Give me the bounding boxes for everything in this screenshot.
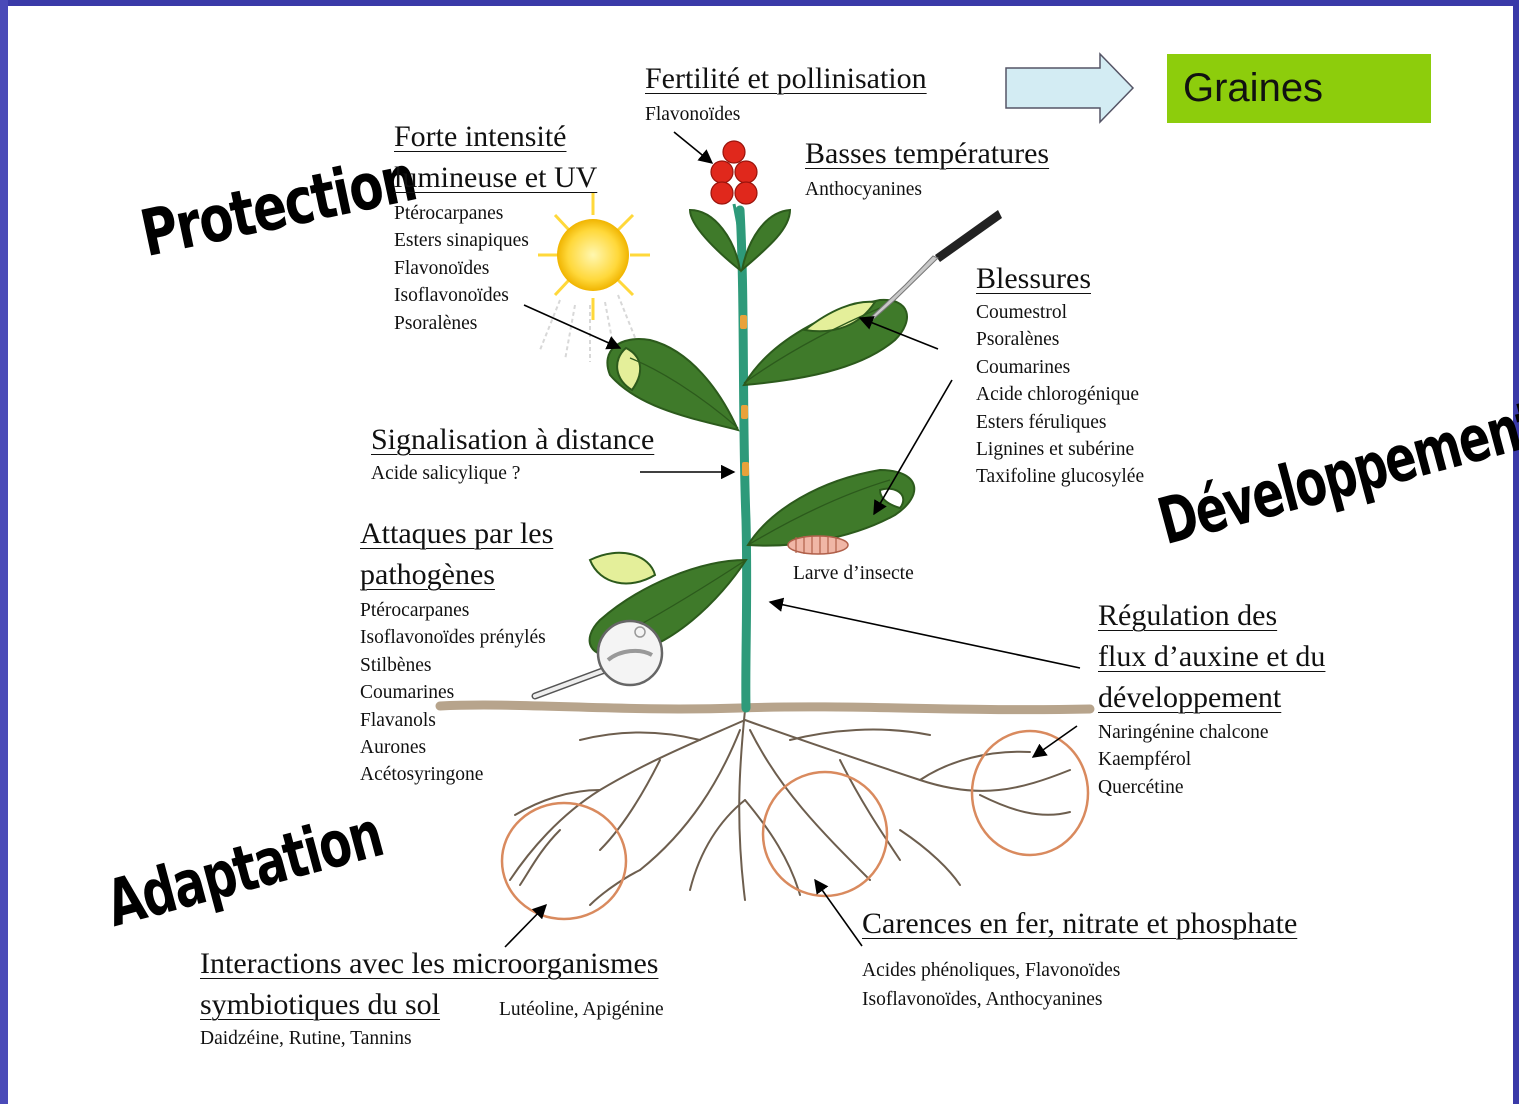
fertilite-item: Flavonoïdes [645,101,740,128]
blessures-item: Coumestrol [976,299,1144,326]
blessures-item: Taxifoline glucosylée [976,463,1144,490]
larve-label: Larve d’insecte [793,560,914,587]
basses-item: Anthocyanines [805,176,922,203]
regulation-item: Kaempférol [1098,746,1269,773]
basses-temperatures-heading: Basses températures [805,137,1049,171]
forte-intensite-heading-2: lumineuse et UV [394,161,597,195]
attaques-item: Acétosyringone [360,761,546,788]
signalisation-heading: Signalisation à distance [371,423,654,457]
roots [510,710,1070,905]
blessures-item: Acide chlorogénique [976,381,1144,408]
graines-label: Graines [1183,66,1323,111]
blessures-item: Esters féruliques [976,409,1144,436]
blessures-item: Coumarines [976,354,1144,381]
forte-item: Esters sinapiques [394,227,529,254]
signalisation-list: Acide salicylique ? [371,460,520,487]
carences-item: Acides phénoliques, Flavonoïdes [862,956,1120,985]
attaques-heading-1: Attaques par les [360,517,553,551]
stem [740,210,747,708]
basses-temperatures-list: Anthocyanines [805,176,922,203]
interactions-list: Daidzéine, Rutine, Tannins [200,1025,412,1052]
regulation-item: Quercétine [1098,774,1269,801]
attaques-item: Stilbènes [360,652,546,679]
forte-item: Flavonoïdes [394,255,529,282]
flower-cluster [711,141,757,204]
signalisation-item: Acide salicylique ? [371,460,520,487]
fertilite-heading: Fertilité et pollinisation [645,62,927,96]
blessures-item: Lignines et subérine [976,436,1144,463]
interactions-heading-2: symbiotiques du sol [200,988,440,1022]
interactions-heading-1: Interactions avec les microorganismes [200,947,658,981]
attaques-item: Coumarines [360,679,546,706]
attaques-list: Ptérocarpanes Isoflavonoïdes prénylés St… [360,597,546,789]
forte-item: Psoralènes [394,310,529,337]
attaques-item: Ptérocarpanes [360,597,546,624]
regulation-list: Naringénine chalcone Kaempférol Quercéti… [1098,719,1269,801]
regulation-item: Naringénine chalcone [1098,719,1269,746]
carences-item: Isoflavonoïdes, Anthocyanines [862,985,1120,1014]
carences-heading: Carences en fer, nitrate et phosphate [862,907,1297,941]
attaques-item: Flavanols [360,707,546,734]
carences-list: Acides phénoliques, Flavonoïdes Isoflavo… [862,956,1120,1014]
arrow-to-graines [1006,54,1133,122]
attaques-item: Isoflavonoïdes prénylés [360,624,546,651]
blessures-list: Coumestrol Psoralènes Coumarines Acide c… [976,299,1144,491]
regulation-heading-1: Régulation des [1098,599,1277,633]
blessures-heading: Blessures [976,262,1091,296]
interactions-inline: Lutéoline, Apigénine [499,996,664,1023]
graines-box: Graines [1167,54,1431,123]
fertilite-list: Flavonoïdes [645,101,740,128]
forte-intensite-heading-1: Forte intensité [394,120,566,154]
attaques-heading-2: pathogènes [360,558,495,592]
insect-larva-icon [788,536,848,554]
root-circles [502,731,1088,919]
attaques-item: Aurones [360,734,546,761]
regulation-heading-3: développement [1098,681,1281,715]
forte-item: Isoflavonoïdes [394,282,529,309]
regulation-heading-2: flux d’auxine et du [1098,640,1325,674]
forte-intensite-list: Ptérocarpanes Esters sinapiques Flavonoï… [394,200,529,337]
blessures-item: Psoralènes [976,326,1144,353]
interactions-item: Daidzéine, Rutine, Tannins [200,1025,412,1052]
forte-item: Ptérocarpanes [394,200,529,227]
